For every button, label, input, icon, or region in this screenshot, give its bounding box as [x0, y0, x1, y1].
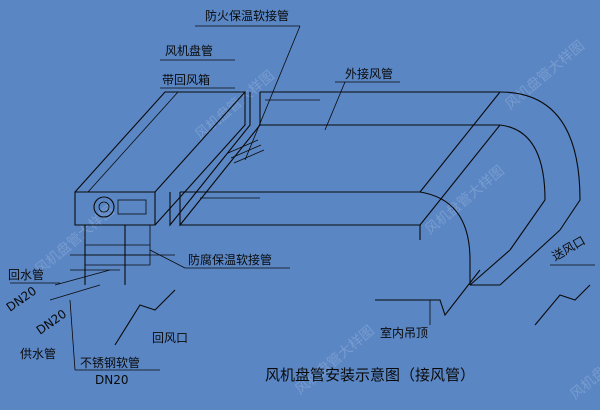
- duct-elbow: [419, 91, 581, 286]
- fan-icon: [93, 196, 115, 218]
- label-stainless-flex: 不锈钢软管: [80, 355, 140, 370]
- label-return-box: 带回风箱: [162, 72, 210, 87]
- label-ceiling: 室内吊顶: [380, 325, 428, 340]
- label-supply-pipe: 供水管: [20, 346, 56, 361]
- label-return-outlet: 回风口: [152, 331, 188, 345]
- label-supply-air: 送风口: [549, 233, 588, 264]
- bottom-flex: [49, 225, 175, 301]
- label-corrosion-flex: 防腐保温软接管: [188, 252, 272, 267]
- label-supply-dn: DN20: [34, 307, 69, 338]
- leader-lines: [10, 25, 595, 371]
- label-outer-duct: 外接风管: [345, 66, 393, 81]
- fan-coil-unit: [74, 91, 247, 226]
- watermark-text: 风机盘管大样图: [502, 37, 588, 113]
- fire-flex-connector: [169, 92, 265, 227]
- watermark-text: 风机盘管大样图: [292, 322, 378, 398]
- diagram-caption: 风机盘管安装示意图（接风管）: [265, 366, 475, 384]
- label-return-dn: DN20: [4, 284, 39, 315]
- label-stainless-dn: DN20: [95, 373, 129, 387]
- watermark-text: 风机盘管大样图: [567, 327, 600, 403]
- label-fire-flex: 防火保温软接管: [205, 8, 289, 23]
- ceiling-lines: [114, 269, 591, 346]
- outer-duct: [180, 91, 501, 240]
- label-fan-coil: 风机盘管: [165, 43, 213, 58]
- label-return-pipe: 回水管: [8, 267, 44, 282]
